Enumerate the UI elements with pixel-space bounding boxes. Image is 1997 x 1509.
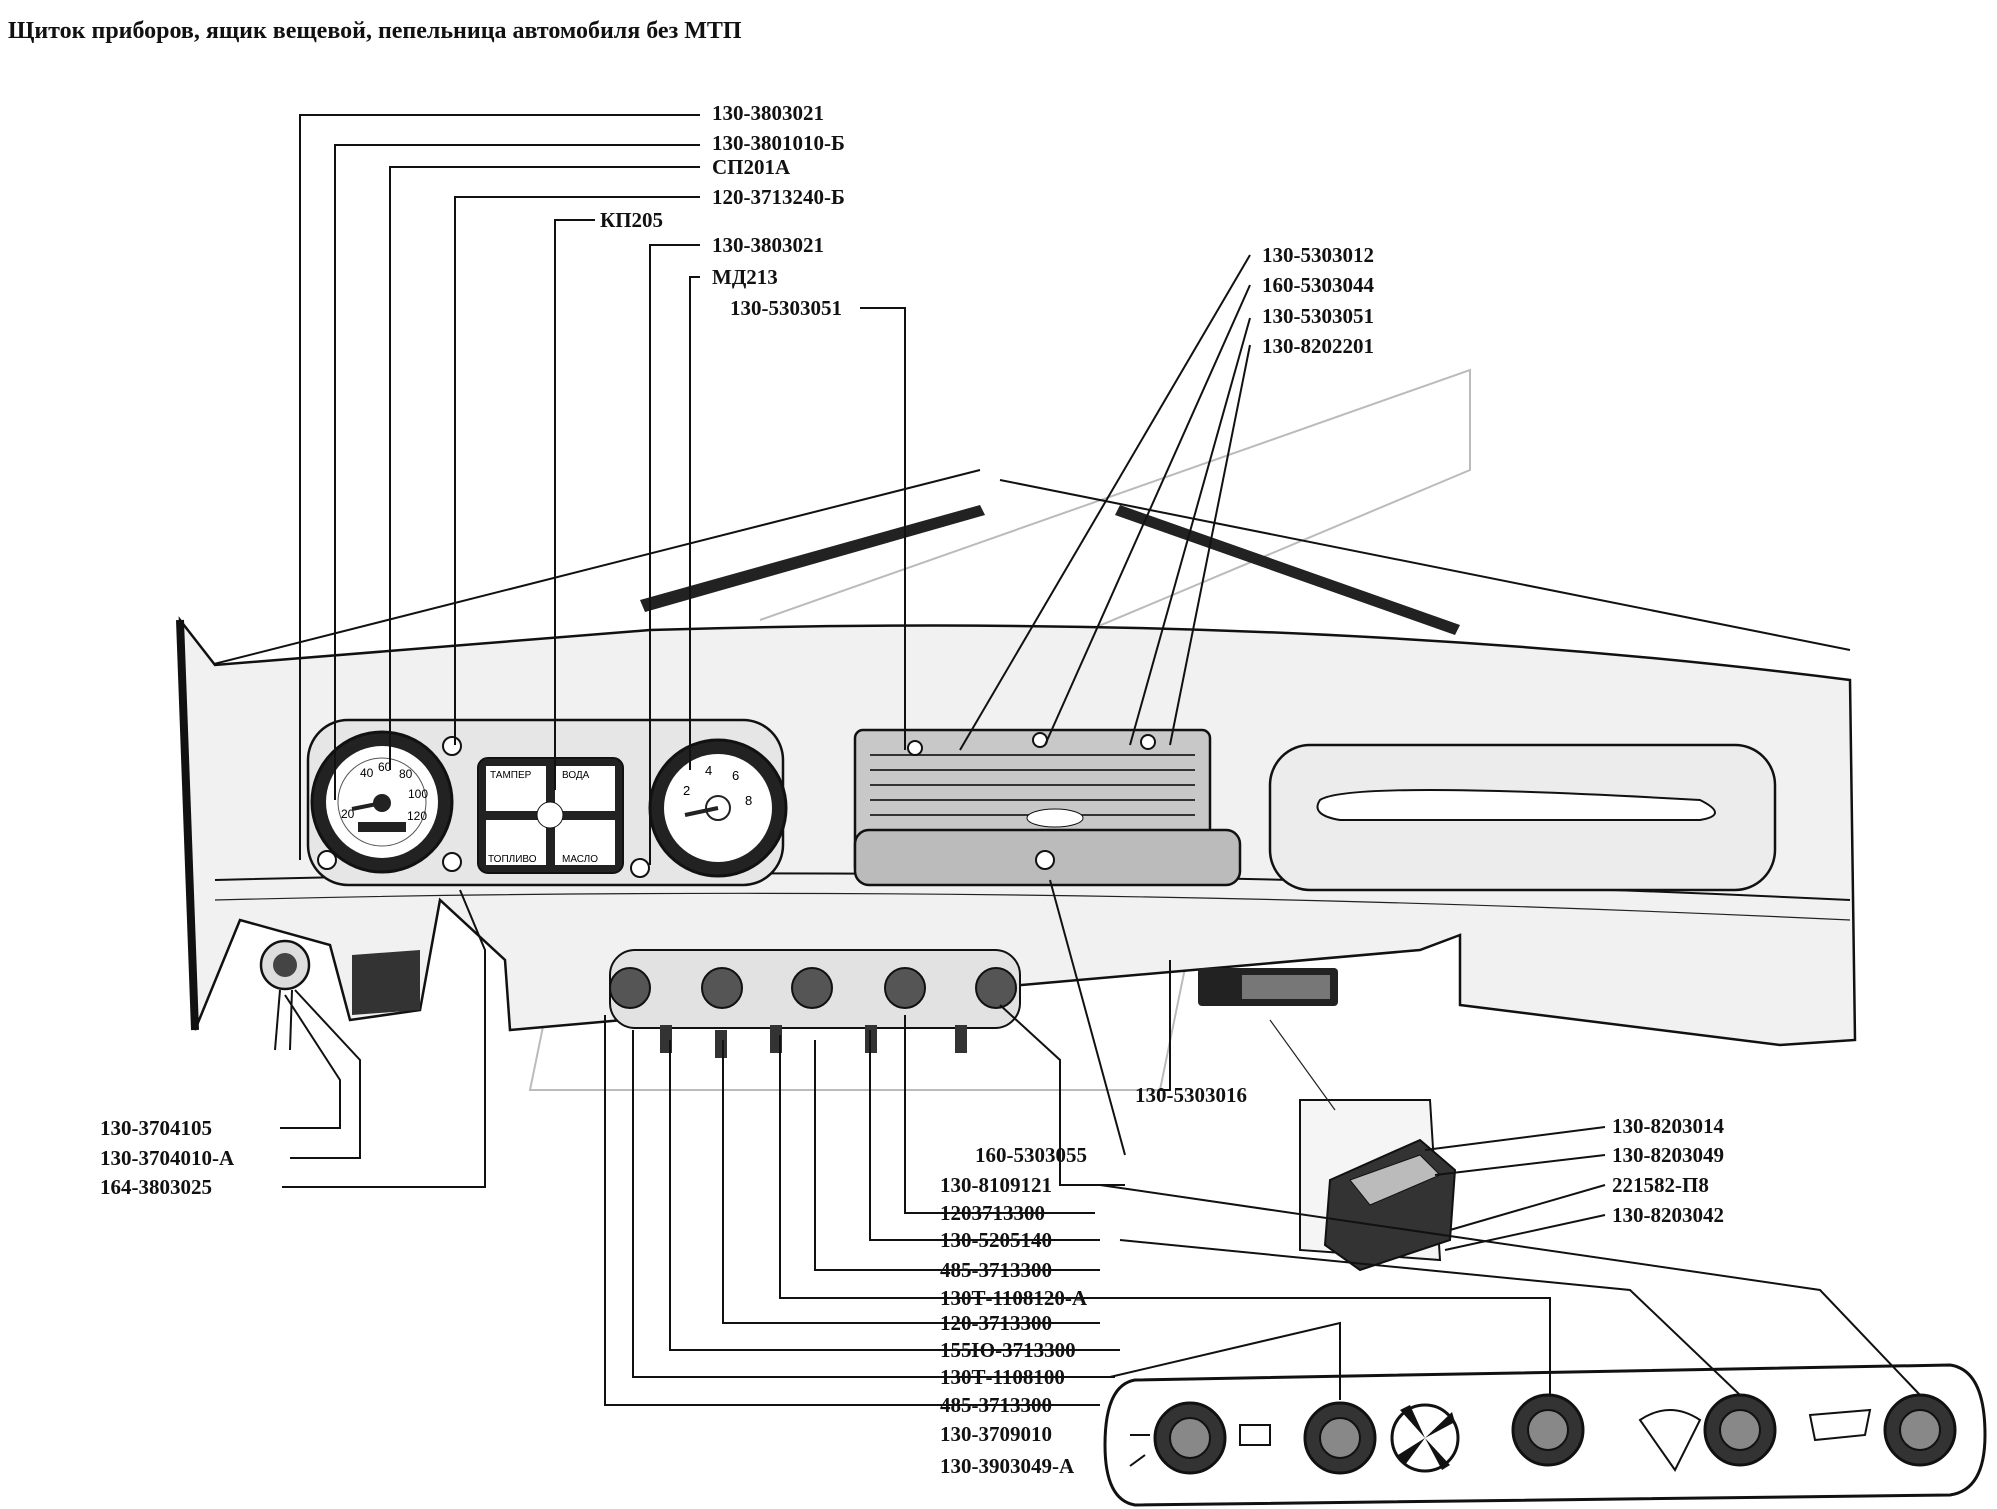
part-label: 130-5303016 [1135,1083,1247,1107]
part-label: 130-3801010-Б [712,131,845,155]
part-label: 155Ю-3713300 [940,1338,1076,1362]
part-label: 1203713300 [940,1201,1045,1225]
part-label: 160-5303055 [975,1143,1087,1167]
part-label: 130-8203042 [1612,1203,1724,1227]
part-label: 485-3713300 [940,1393,1052,1417]
gauge-caption: ТАМПЕР [490,770,532,781]
part-label: 130-3803021 [712,233,824,257]
part-label: 130-5303051 [730,296,842,320]
labels-top-right: 130-5303012 160-5303044 130-5303051 130-… [1262,243,1374,358]
part-label: 130-5205140 [940,1228,1052,1252]
rpm-mark: 4 [705,763,712,778]
switch-panel [1103,1363,1987,1507]
labels-bottom: 130-5303016 160-5303055 130-8109121 1203… [940,1083,1247,1478]
part-label: 130-3709010 [940,1422,1052,1446]
part-label: 130-8203049 [1612,1143,1724,1167]
part-label: 130-3704010-А [100,1146,235,1170]
part-label: 160-5303044 [1262,273,1374,297]
diagram-title: Щиток приборов, ящик вещевой, пепельница… [8,18,742,44]
speed-mark: 40 [360,766,374,780]
part-label: 130Т-1108120-А [940,1286,1088,1310]
part-label: 130-3704105 [100,1116,212,1140]
part-label: СП201А [712,155,791,179]
part-label: КП205 [600,208,663,232]
tachometer: 2 4 6 8 [648,738,788,878]
rpm-mark: 8 [745,793,752,808]
speed-mark: 60 [378,760,392,774]
part-label: 130-8202201 [1262,334,1374,358]
part-label: 164-3803025 [100,1175,212,1199]
speed-mark: 80 [399,767,413,781]
speed-mark: 120 [407,809,427,823]
labels-ashtray: 130-8203014 130-8203049 221582-П8 130-82… [1612,1114,1724,1227]
leader-lines [280,114,1921,1467]
rpm-mark: 2 [683,783,690,798]
gauge-caption: ТОПЛИВО [488,854,537,865]
speed-mark: 20 [341,807,355,821]
screws [317,732,1156,878]
speedometer: 20 40 60 80 100 120 [310,730,454,874]
part-label: МД213 [712,265,778,289]
part-label: 130-8203014 [1612,1114,1724,1138]
part-label: 130-3803021 [712,101,824,125]
part-label: 120-3713240-Б [712,185,845,209]
part-label: 130-5303051 [1262,304,1374,328]
part-label: 130Т-1108100 [940,1365,1065,1389]
gauge-caption: МАСЛО [562,854,598,865]
part-label: 221582-П8 [1612,1173,1709,1197]
dashboard-panel [176,616,1857,1051]
labels-left: 130-3704105 130-3704010-А 164-3803025 [100,1116,235,1199]
part-label: 485-3713300 [940,1258,1052,1282]
labels-top: 130-3803021 130-3801010-Б СП201А 120-371… [600,101,845,320]
part-label: 120-3713300 [940,1311,1052,1335]
gauge-cluster: ТАМПЕР ВОДА ТОПЛИВО МАСЛО [477,757,624,874]
gauge-caption: ВОДА [562,770,590,781]
part-label: 130-5303012 [1262,243,1374,267]
wipers [209,469,1851,666]
part-label: 130-3903049-А [940,1454,1075,1478]
part-label: 130-8109121 [940,1173,1052,1197]
speed-mark: 100 [408,787,428,801]
rpm-mark: 6 [732,768,739,783]
